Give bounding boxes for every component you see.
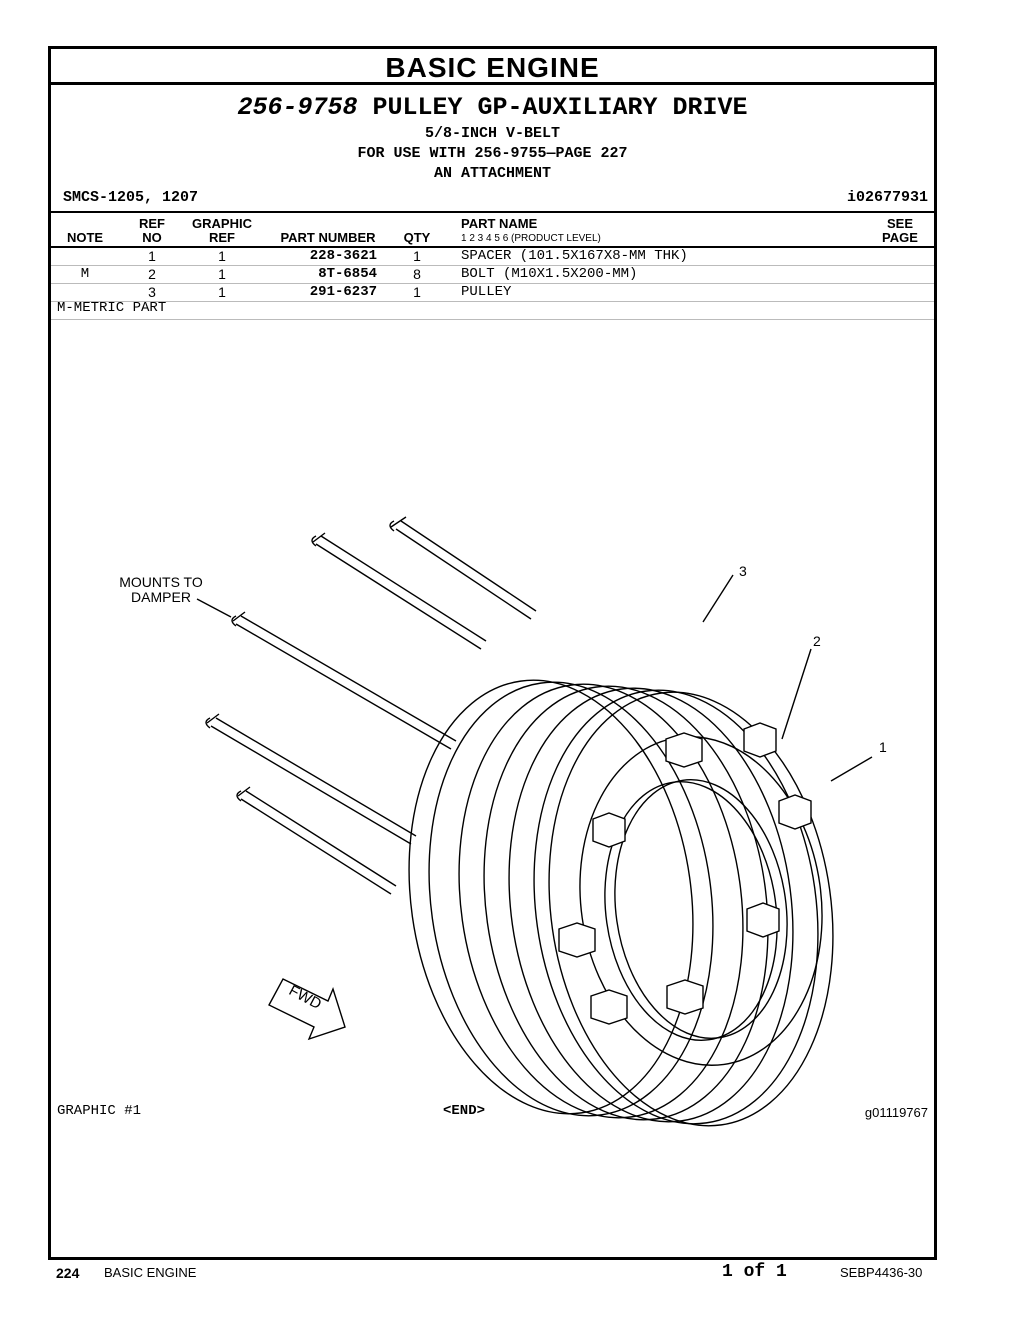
callout-1-leader (830, 756, 873, 782)
section-title: BASIC ENGINE (51, 49, 934, 85)
graphic-id: g01119767 (864, 1105, 928, 1120)
row-ref: 3 (148, 284, 156, 300)
col-qty: QTY (403, 230, 431, 245)
row-part-name: SPACER (101.5X167X8-MM THK) (461, 248, 688, 264)
mounts-leader (196, 598, 232, 618)
mounts-label: MOUNTS TO DAMPER (111, 575, 211, 605)
col-ref-no: REF NO (127, 217, 177, 245)
group-name: PULLEY GP-AUXILIARY DRIVE (372, 93, 748, 122)
row-qty: 8 (413, 266, 421, 282)
row-ref: 2 (148, 266, 156, 282)
row-part-number: 8T-6854 (318, 266, 377, 282)
callout-3-leader (702, 574, 734, 623)
row-part-name: PULLEY (461, 284, 512, 300)
row-part-name: BOLT (M10X1.5X200-MM) (461, 266, 638, 282)
footer-section: BASIC ENGINE (104, 1265, 197, 1280)
col-ref-no-line2: NO (142, 230, 162, 245)
col-see-page: SEE PAGE (877, 217, 923, 245)
table-top-rule (51, 211, 934, 213)
col-ref-no-line1: REF (139, 216, 165, 231)
row-note: M (80, 266, 90, 282)
product-levels: 1 2 3 4 5 6 (PRODUCT LEVEL) (461, 233, 601, 244)
doc-id: SEBP4436-30 (840, 1265, 923, 1280)
smcs-code: SMCS-1205, 1207 (63, 189, 199, 206)
group-number: 256-9758 (237, 93, 358, 122)
callout-2-leader (781, 648, 812, 740)
metric-footnote: M-METRIC PART (57, 300, 167, 316)
row-divider (51, 265, 934, 266)
pulley-illustration (196, 516, 873, 1127)
col-graphic-ref: GRAPHIC REF (187, 217, 257, 245)
col-see-page-line1: SEE (886, 216, 913, 231)
col-see-page-line2: PAGE (882, 230, 918, 245)
page-frame: BASIC ENGINE 256-9758 PULLEY GP-AUXILIAR… (48, 46, 937, 1260)
pulley-body (408, 679, 834, 1127)
col-note: NOTE (66, 230, 104, 245)
row-ref: 1 (148, 248, 156, 264)
illustration-id: i02677931 (846, 189, 928, 206)
row-divider (51, 301, 934, 302)
group-title: 256-9758 PULLEY GP-AUXILIARY DRIVE (51, 93, 934, 122)
group-subtitle-2: FOR USE WITH 256-9755—PAGE 227 (357, 145, 628, 162)
col-part-number: PART NUMBER (280, 230, 376, 245)
row-qty: 1 (413, 284, 421, 300)
row-part-number: 228-3621 (309, 248, 377, 264)
row-graphic: 1 (218, 284, 226, 300)
callout-2: 2 (813, 633, 821, 649)
callout-3: 3 (739, 563, 747, 579)
callout-1: 1 (879, 739, 887, 755)
footnote-rule (51, 319, 934, 320)
row-qty: 1 (413, 248, 421, 264)
header-rule (51, 246, 934, 248)
group-subtitle-1: 5/8-INCH V-BELT (424, 125, 561, 142)
bolt-heads (558, 722, 812, 1025)
row-graphic: 1 (218, 266, 226, 282)
page-of: 1 of 1 (722, 1262, 787, 1282)
end-marker: <END> (443, 1103, 486, 1119)
row-divider (51, 283, 934, 284)
row-part-number: 291-6237 (309, 284, 377, 300)
stud-bolts (205, 516, 537, 895)
mounts-label-line1: MOUNTS TO (119, 574, 203, 590)
page-number: 224 (56, 1265, 80, 1281)
col-part-name: PART NAME (461, 216, 538, 231)
group-subtitle-3: AN ATTACHMENT (433, 165, 552, 182)
col-graphic-ref-line2: REF (209, 230, 235, 245)
fwd-arrow (268, 978, 346, 1041)
row-graphic: 1 (218, 248, 226, 264)
mounts-label-line2: DAMPER (131, 589, 191, 605)
graphic-caption: GRAPHIC #1 (57, 1103, 142, 1119)
col-graphic-ref-line1: GRAPHIC (192, 216, 252, 231)
